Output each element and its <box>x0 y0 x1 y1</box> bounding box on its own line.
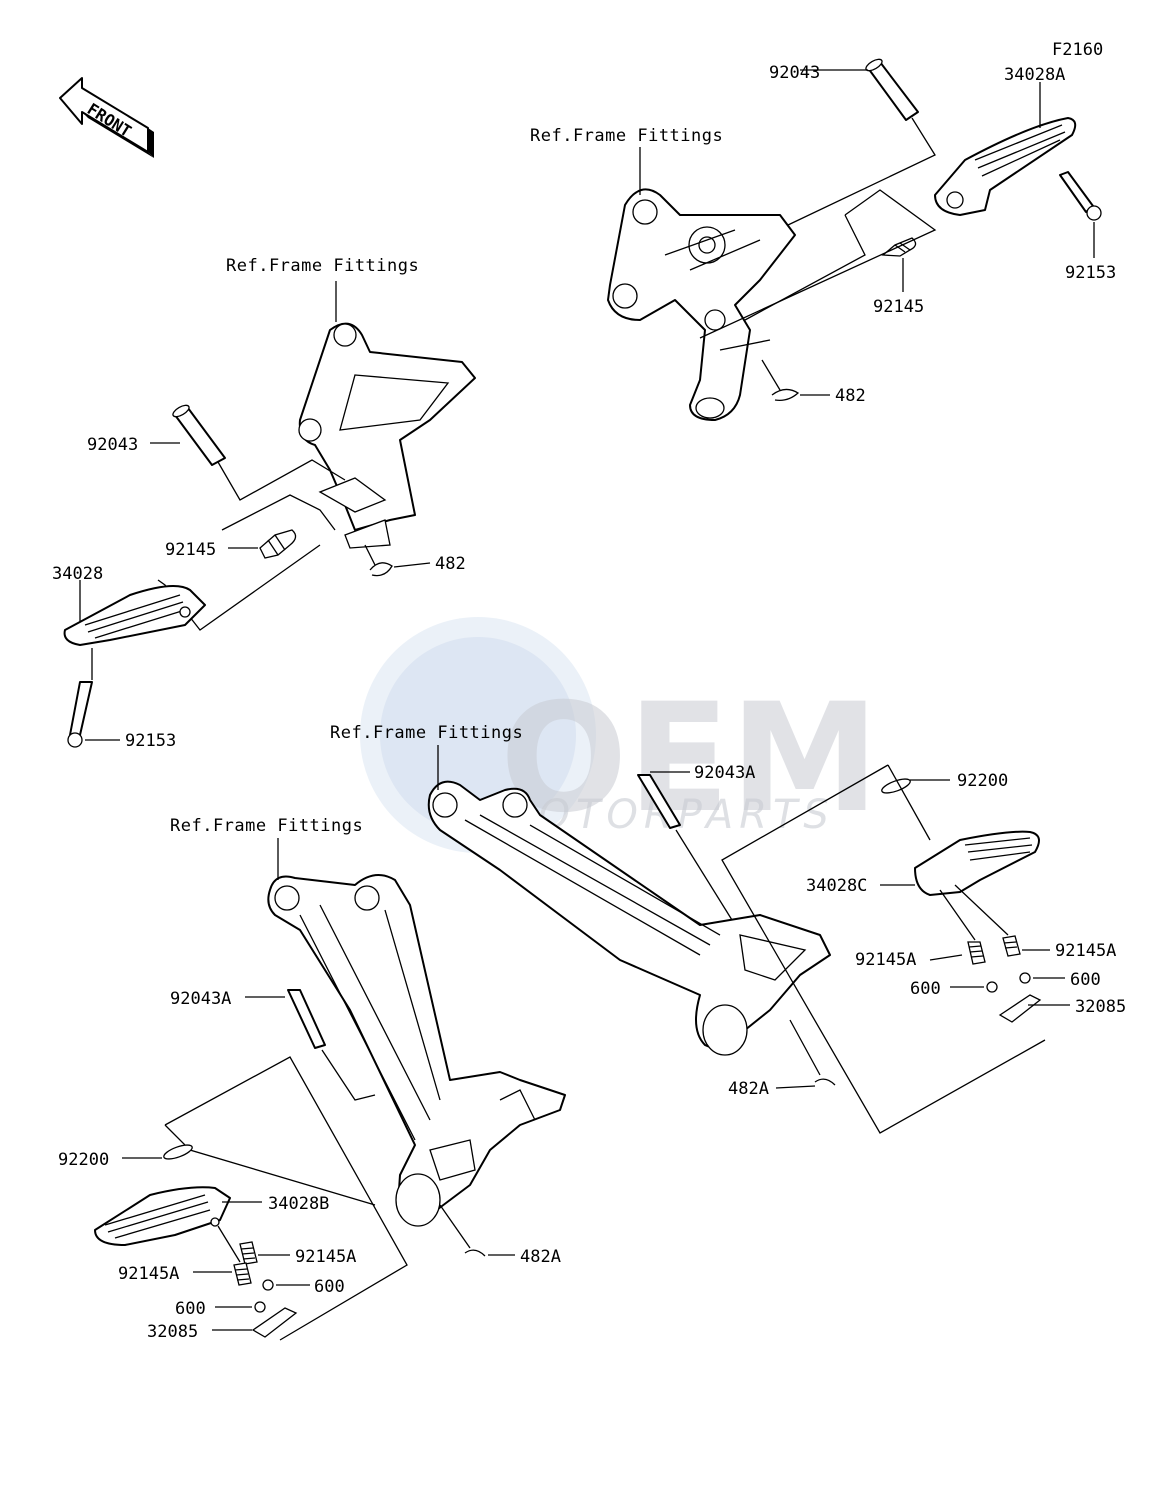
tl-pin-92043 <box>174 407 226 466</box>
bl-label-34028B: 34028B <box>268 1194 329 1214</box>
br-label-482A: 482A <box>728 1079 769 1099</box>
tr-label-482: 482 <box>835 386 866 406</box>
bl-label-482A: 482A <box>520 1247 561 1267</box>
br-footpeg-34028C <box>914 830 1040 896</box>
tr-label-92145: 92145 <box>873 297 924 317</box>
bl-ball-600-right <box>262 1279 274 1291</box>
top-left-group: Ref.Frame Fittings 92043 92145 482 34028… <box>52 256 476 751</box>
br-label-92145A-left: 92145A <box>855 950 916 970</box>
top-right-group: 92043 34028A Ref.Frame Fittings 92153 92… <box>530 58 1116 421</box>
tr-label-92153: 92153 <box>1065 263 1116 283</box>
br-ball-600-left <box>986 981 998 993</box>
tl-label-34028: 34028 <box>52 564 103 584</box>
tr-bracket <box>607 188 796 421</box>
tl-label-482: 482 <box>435 554 466 574</box>
bl-washer-92200 <box>163 1144 193 1160</box>
oem-watermark: OEM MOTORPARTS <box>360 617 879 853</box>
bl-circlip-482A <box>464 1249 486 1257</box>
br-circlip-482A <box>814 1078 836 1086</box>
tr-circlip-482 <box>771 388 800 401</box>
br-label-ref-frame-fittings: Ref.Frame Fittings <box>330 723 523 743</box>
bl-label-ref-frame-fittings: Ref.Frame Fittings <box>170 816 363 836</box>
tr-label-ref-frame-fittings: Ref.Frame Fittings <box>530 126 723 146</box>
tl-label-92043: 92043 <box>87 435 138 455</box>
tl-bracket <box>298 322 476 531</box>
bl-plate-32085 <box>251 1307 298 1338</box>
figure-code: F2160 <box>1052 40 1103 60</box>
br-label-34028C: 34028C <box>806 876 867 896</box>
tr-bolt-92153 <box>1059 171 1094 213</box>
bl-bolt-92043A <box>287 989 326 1049</box>
bl-label-600-left: 600 <box>175 1299 206 1319</box>
tl-footpeg-34028 <box>63 585 206 646</box>
bl-ball-600-left <box>254 1301 266 1313</box>
bl-label-92145A-left: 92145A <box>118 1264 179 1284</box>
tr-label-34028A: 34028A <box>1004 65 1065 85</box>
br-plate-32085 <box>998 994 1042 1023</box>
tl-label-92145: 92145 <box>165 540 216 560</box>
br-spring-92145A-right <box>1002 935 1021 957</box>
front-arrow-icon: FRONT <box>59 77 154 158</box>
br-label-92145A-right: 92145A <box>1055 941 1116 961</box>
br-ball-600-right <box>1019 972 1031 984</box>
br-label-600-right: 600 <box>1070 970 1101 990</box>
bottom-left-group: Ref.Frame Fittings 92043A 92200 34028B 9… <box>58 816 566 1342</box>
bl-label-92200: 92200 <box>58 1150 109 1170</box>
br-label-32085: 32085 <box>1075 997 1126 1017</box>
tr-pin-92043 <box>867 61 919 121</box>
br-spring-92145A-left <box>967 941 986 965</box>
tl-spring-92145 <box>259 529 297 559</box>
bl-bracket <box>267 874 566 1220</box>
br-label-92043A: 92043A <box>694 763 755 783</box>
bottom-right-group: Ref.Frame Fittings 92043A 92200 34028C 9… <box>330 723 1126 1134</box>
bl-label-92145A-right: 92145A <box>295 1247 356 1267</box>
watermark-main: OEM <box>500 672 879 846</box>
tl-circlip-482 <box>369 562 393 577</box>
br-label-600-left: 600 <box>910 979 941 999</box>
bl-label-600-right: 600 <box>314 1277 345 1297</box>
bl-label-92043A: 92043A <box>170 989 231 1009</box>
tl-bolt-92153 <box>69 681 93 736</box>
tr-label-92043: 92043 <box>769 63 820 83</box>
tl-label-ref-frame-fittings: Ref.Frame Fittings <box>226 256 419 276</box>
br-washer-92200 <box>881 778 911 794</box>
br-bolt-92043A <box>637 774 681 829</box>
br-label-92200: 92200 <box>957 771 1008 791</box>
bl-label-32085: 32085 <box>147 1322 198 1342</box>
tl-label-92153: 92153 <box>125 731 176 751</box>
